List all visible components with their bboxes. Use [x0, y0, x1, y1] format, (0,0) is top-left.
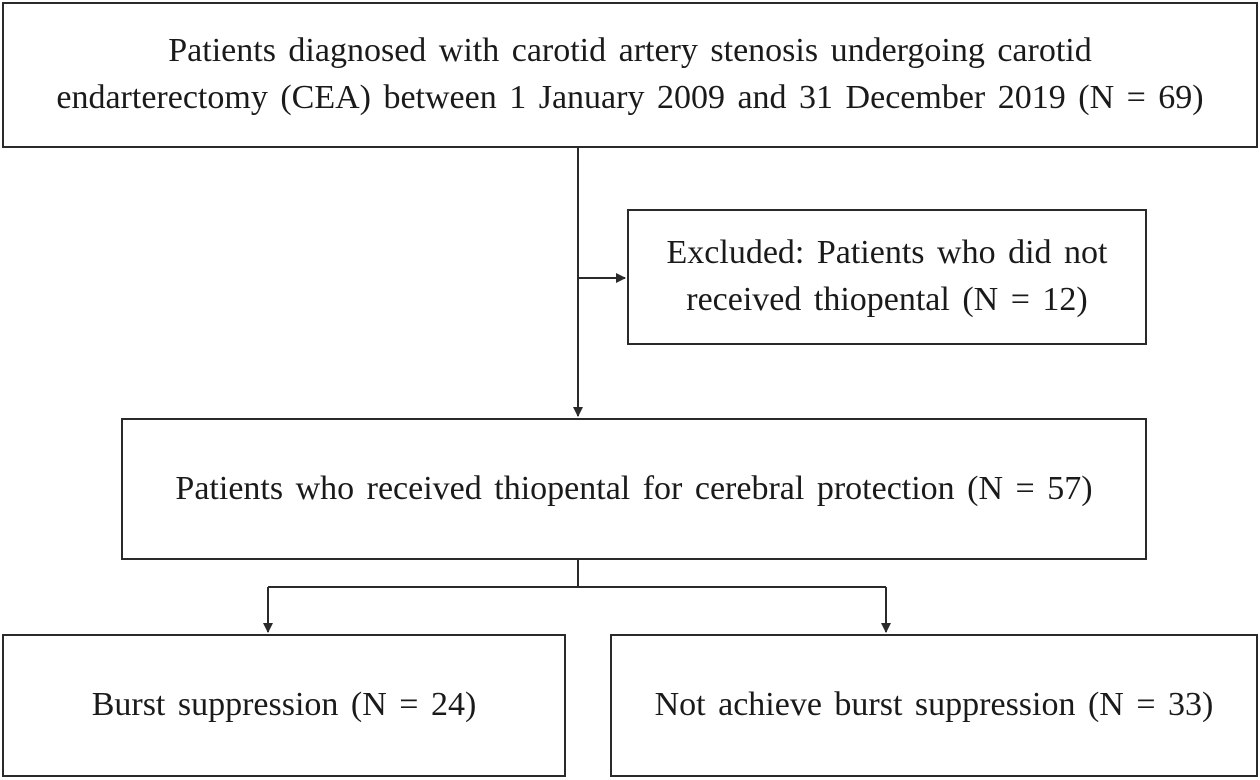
burst-suppression-text: Burst suppression (N = 24)	[91, 686, 477, 724]
excluded-line-2: received thiopental (N = 12)	[686, 281, 1088, 318]
enrollment-line-1: Patients diagnosed with carotid artery s…	[168, 32, 1092, 70]
received-thiopental-box: Patients who received thiopental for cer…	[121, 418, 1147, 560]
excluded-line-1: Excluded: Patients who did not	[666, 234, 1108, 272]
no-burst-suppression-text: Not achieve burst suppression (N = 33)	[654, 686, 1214, 724]
received-thiopental-text: Patients who received thiopental for cer…	[175, 469, 1093, 507]
excluded-text: Excluded: Patients who did not received …	[667, 230, 1108, 324]
burst-suppression-box: Burst suppression (N = 24)	[2, 634, 566, 777]
enrollment-text: Patients diagnosed with carotid artery s…	[56, 28, 1203, 122]
excluded-box: Excluded: Patients who did not received …	[627, 209, 1147, 345]
no-burst-suppression-box: Not achieve burst suppression (N = 33)	[610, 634, 1258, 777]
enrollment-box: Patients diagnosed with carotid artery s…	[2, 2, 1258, 148]
enrollment-line-2: endarterectomy (CEA) between 1 January 2…	[56, 79, 1204, 116]
